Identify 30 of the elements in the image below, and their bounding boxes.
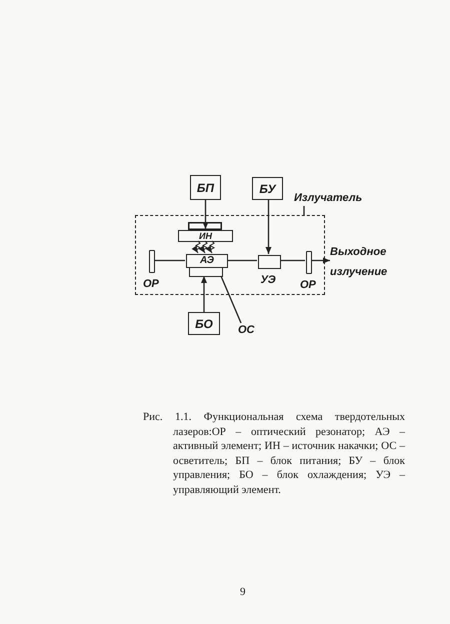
callout-label: ОС [238, 322, 262, 338]
arrow [266, 200, 272, 254]
arrow [202, 200, 208, 229]
wavy-arrow [206, 240, 216, 254]
control-element-box [258, 255, 281, 269]
page-number: 9 [240, 585, 246, 600]
mirror-bar [149, 250, 155, 273]
callout-label: Излучатель [294, 190, 366, 206]
output-label: Выходное излучение [330, 242, 392, 282]
leader-line [220, 276, 242, 324]
connector-line [280, 260, 305, 262]
mirror-bar [306, 251, 312, 274]
part-label: УЭ [260, 275, 276, 286]
illuminator-housing [189, 267, 223, 277]
connector-line [154, 260, 185, 262]
wavy-arrow [198, 240, 208, 254]
wavy-arrow [192, 240, 202, 254]
part-label: ОР [143, 279, 159, 290]
block-box: БП [190, 175, 221, 200]
pump-source-plate: ИН [178, 230, 233, 242]
active-element-box: АЭ [186, 254, 228, 268]
connector-line [227, 260, 257, 262]
dashed-boundary [135, 215, 325, 295]
arrow [201, 276, 207, 312]
block-box: БУ [252, 177, 283, 200]
block-box: БО [188, 312, 220, 335]
part-label: ОР [300, 280, 316, 291]
leader-line [303, 206, 305, 215]
figure-caption: Рис. 1.1. Функциональная схема твердотельных лазеров:ОР – оптический резонатор; АЭ – активный элемент; ИН – источник накачки; ОС – осветитель; БП – блок питания; БУ – блок управления; БО – блок охлаждения; УЭ – управляющий элемент. [143, 410, 405, 497]
arrow [311, 258, 330, 264]
